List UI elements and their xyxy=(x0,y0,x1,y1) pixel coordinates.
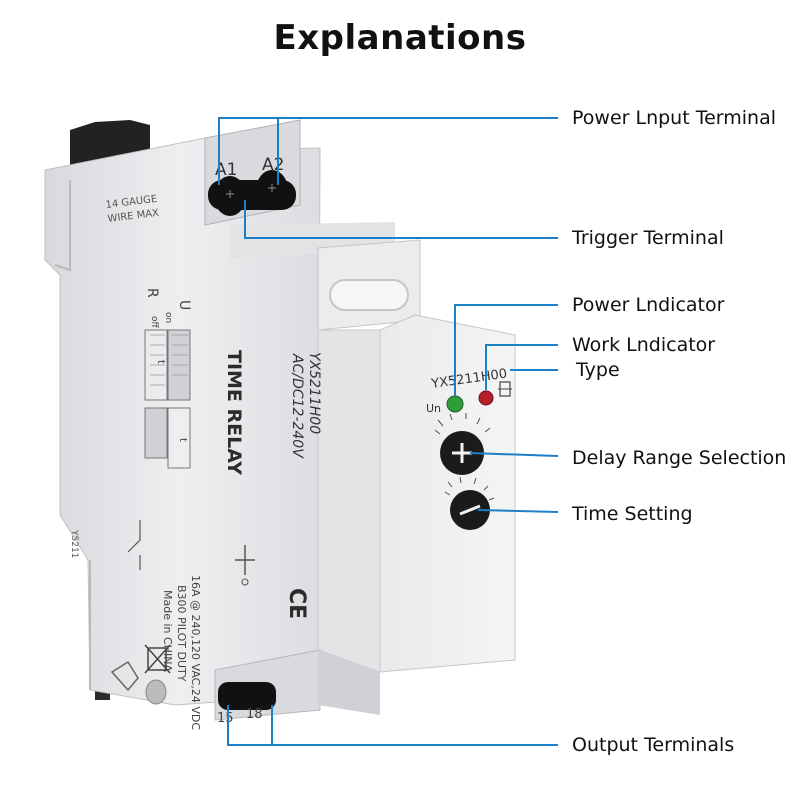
callout-output-terminals: Output Terminals xyxy=(572,734,735,756)
voltage-label: AC/DC12-240V xyxy=(289,353,305,459)
delay-range-knob[interactable] xyxy=(440,431,484,475)
callout-trigger-terminal: Trigger Terminal xyxy=(572,227,724,249)
work-indicator-led xyxy=(478,390,494,406)
rating-line3: Made in CHINA xyxy=(161,590,174,672)
product-name: TIME RELAY xyxy=(223,350,245,475)
ce-mark: CE xyxy=(284,588,309,619)
diagram-on-label: on xyxy=(163,312,173,323)
terminal-a2-label: A2 xyxy=(262,155,284,175)
callout-power-indicator: Power Lndicator xyxy=(572,294,725,316)
wiring-symbol xyxy=(127,520,255,586)
model-side: YX5211H00 xyxy=(306,352,322,434)
top-terminals xyxy=(208,170,296,216)
bottom-terminals xyxy=(218,682,276,710)
diagram-t-label-1: t xyxy=(155,360,166,364)
arrow-symbol-icon xyxy=(110,660,139,692)
rating-line1: 16A @ 240,120 VAC,24 VDC xyxy=(189,575,202,730)
rating-line2: B300 PILOT DUTY xyxy=(175,585,188,682)
indicator-un-label: Un xyxy=(426,402,441,415)
diagram-r-label: R xyxy=(144,288,160,298)
callout-delay-range-selection: Delay Range Selection xyxy=(572,447,787,469)
terminal-a1-label: A1 xyxy=(215,160,237,180)
round-mark-icon xyxy=(145,679,167,705)
terminal-18-label: 18 xyxy=(246,707,263,722)
relay-symbol-icon xyxy=(498,381,512,397)
disposal-icon xyxy=(144,644,171,674)
callout-type: Type xyxy=(576,359,620,381)
knob-scale-marks xyxy=(434,413,495,511)
time-setting-knob[interactable] xyxy=(450,490,490,530)
power-indicator-led xyxy=(446,395,464,413)
diagram-t-label-2: t xyxy=(177,438,188,442)
callout-work-indicator: Work Lndicator xyxy=(572,334,716,356)
diagram-u-label: U xyxy=(176,300,192,310)
callout-time-setting: Time Setting xyxy=(572,503,693,525)
callout-power-input-terminal: Power Lnput Terminal xyxy=(572,107,776,129)
terminal-15-label: 15 xyxy=(217,711,234,726)
callout-lines xyxy=(218,117,559,746)
timing-diagram xyxy=(144,329,191,469)
page-title: Explanations xyxy=(273,18,527,58)
diagram-off-label: off xyxy=(149,316,159,329)
side-code: Y5211 xyxy=(69,529,79,558)
